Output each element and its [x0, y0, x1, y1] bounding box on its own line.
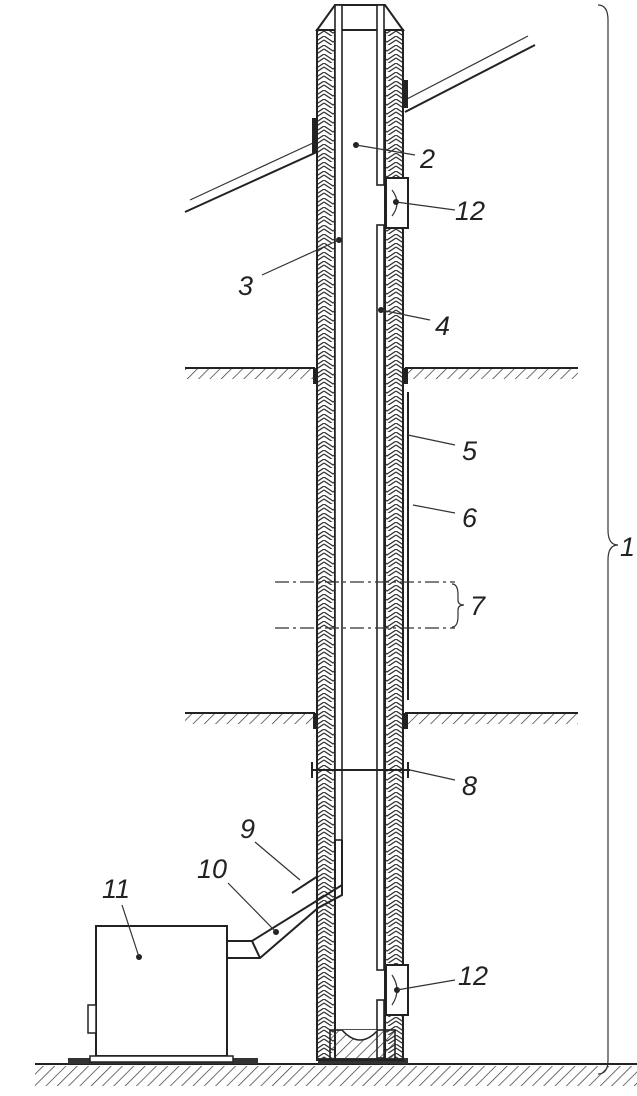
label-connector-collar: 9: [240, 814, 255, 844]
system-brace: [597, 4, 619, 1075]
chimney: [313, 4, 409, 1061]
boiler: [87, 925, 234, 1063]
label-outer-wall: 5: [462, 436, 478, 466]
label-liner-right: 4: [435, 311, 450, 341]
label-bracket: 8: [462, 771, 477, 801]
label-flue: 2: [419, 144, 435, 174]
roof: [184, 35, 536, 213]
label-inspection-door-bottom: 12: [458, 961, 488, 991]
leader-lines: [121, 142, 456, 993]
label-chimney-system: 1: [620, 532, 635, 562]
label-connector-pipe: 10: [197, 854, 227, 884]
floor-lower: [185, 712, 578, 724]
label-inspection-door-top: 12: [455, 196, 485, 226]
label-liner-left: 3: [238, 271, 253, 301]
label-cladding: 6: [462, 503, 478, 533]
label-section-joint: 7: [470, 591, 486, 621]
floor-upper: [185, 367, 578, 379]
bracket: [311, 762, 410, 778]
label-boiler: 11: [102, 874, 130, 904]
section-joint-lines: [275, 581, 465, 629]
